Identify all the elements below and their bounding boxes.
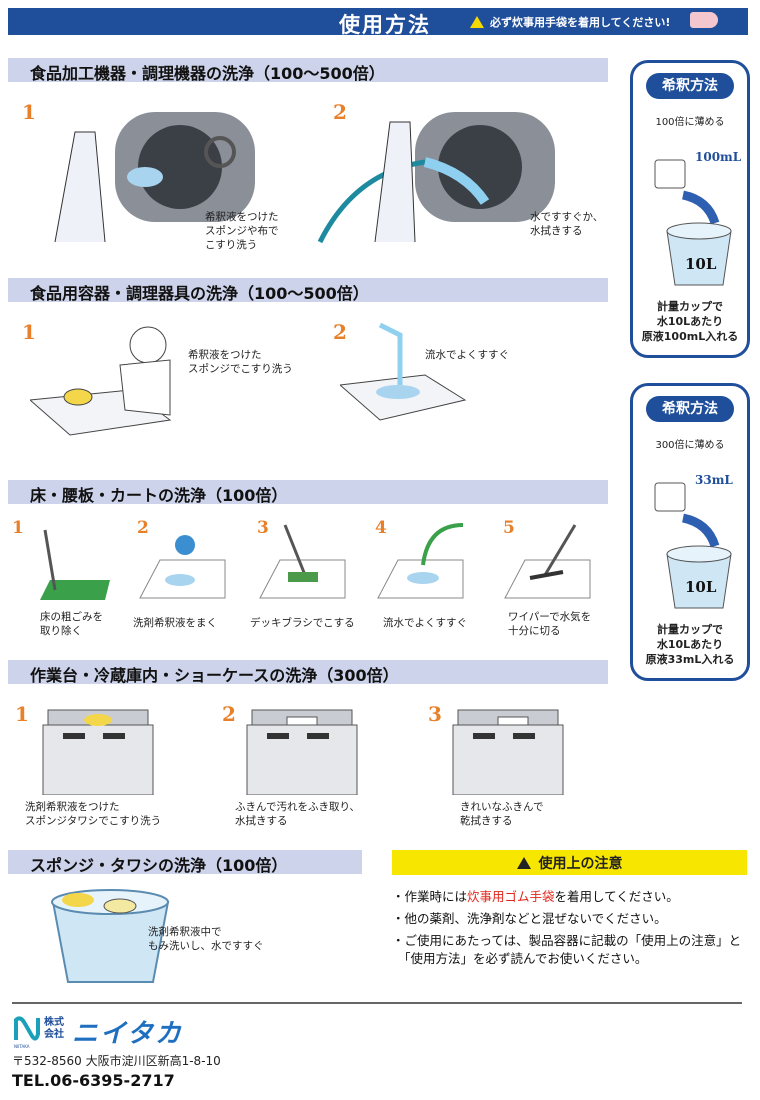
step-caption: ワイパーで水気を 十分に切る [508, 611, 592, 637]
company-name: ニイタカ [72, 1019, 183, 1049]
step-caption: きれいなふきんで 乾拭きする [460, 801, 544, 827]
machine-scrub-illustration [54, 112, 255, 243]
dose-amount: 100mL [695, 150, 742, 164]
machine-rinse-illustration [317, 112, 555, 244]
step-caption: 水ですすぐか、 水拭きする [530, 211, 604, 237]
glove-warning: 必ず炊事用手袋を着用してください! [470, 14, 670, 30]
section-title: 床・腰板・カートの洗浄（100倍） [8, 480, 608, 505]
page-title: 使用方法 [339, 13, 431, 37]
step-number: 4 [375, 518, 387, 538]
step-number: 3 [257, 518, 269, 538]
dilution-box-100x: 希釈方法 100倍に薄める 100mL 10L 計量カップで 水10Lあたり 原… [630, 60, 750, 358]
dilution-box-300x: 希釈方法 300倍に薄める 33mL 10L 計量カップで 水10Lあたり 原液… [630, 383, 750, 681]
cup-bucket-icon [654, 159, 732, 286]
step-caption: デッキブラシでこする [250, 617, 355, 629]
header-bar [8, 8, 748, 35]
step-number: 1 [22, 100, 36, 124]
wiper-illustration [504, 524, 591, 599]
section-title: 作業台・冷蔵庫内・ショーケースの洗浄（300倍） [8, 660, 608, 685]
step-caption: 洗剤希釈液をつけた スポンジタワシでこすり洗う [25, 801, 162, 827]
step-caption: 流水でよくすすぐ [425, 349, 509, 361]
step-number: 5 [503, 518, 515, 538]
warning-text: 必ず炊事用手袋を着用してください! [490, 16, 671, 29]
step-number: 2 [333, 100, 347, 124]
dilution-rate: 300倍に薄める [655, 440, 725, 451]
counter-scrub-illustration [42, 709, 154, 795]
step-caption: 洗剤希釈液中で もみ洗いし、水ですすぐ [148, 926, 264, 952]
section-title: 食品加工機器・調理機器の洗浄（100〜500倍） [8, 58, 608, 83]
dilution-desc: 計量カップで 水10Lあたり 原液100mL入れる [641, 300, 739, 343]
dilution-label: 希釈方法 [646, 396, 734, 422]
logo-sub: NIITAKA [14, 1044, 30, 1049]
counter-dry-illustration [452, 709, 564, 795]
caution-item: ・他の薬剤、洗浄剤などと混ぜないでください。 [392, 911, 667, 926]
water-volume: 10L [685, 578, 717, 596]
dilution-desc: 計量カップで 水10Lあたり 原液33mL入れる [645, 623, 735, 666]
step-number: 2 [137, 518, 149, 538]
footer-divider [12, 1002, 742, 1004]
step-number: 3 [428, 702, 442, 726]
step-caption: 希釈液をつけた スポンジでこすり洗う [188, 349, 293, 375]
dose-amount: 33mL [695, 473, 733, 487]
warning-icon [470, 16, 484, 28]
caution-header: 使用上の注意 [392, 850, 747, 875]
deck-brush-illustration [259, 524, 346, 599]
bucket-sponge-illustration [51, 889, 170, 983]
step-number: 2 [222, 702, 236, 726]
step-caption: 希釈液をつけた スポンジや布で こすり洗う [205, 211, 279, 251]
water-volume: 10L [685, 255, 717, 273]
company-tel: TEL.06-6395-2717 [12, 1071, 175, 1090]
warning-icon [516, 856, 531, 869]
counter-wipe-illustration [246, 709, 358, 795]
section-title: 食品用容器・調理器具の洗浄（100〜500倍） [8, 278, 608, 303]
company-address: 〒532-8560 大阪市淀川区新高1-8-10 [12, 1054, 221, 1068]
dilution-rate: 100倍に薄める [655, 117, 725, 128]
glove-icon [690, 12, 718, 28]
section-title: スポンジ・タワシの洗浄（100倍） [8, 850, 362, 875]
caution-item: 「使用方法」を必ず読んでお使いください。 [398, 951, 648, 966]
container-rinse-illustration [340, 322, 467, 421]
step-number: 1 [12, 518, 24, 538]
floor-spray-illustration [139, 535, 226, 599]
company-prefix: 株式会社 [44, 1017, 64, 1040]
company-logo-mark [14, 1016, 40, 1041]
caution-item: ・ご使用にあたっては、製品容器に記載の「使用上の注意」と [392, 933, 742, 948]
step-number: 1 [22, 320, 36, 344]
caution-title: 使用上の注意 [538, 855, 623, 872]
floor-rinse-illustration [377, 523, 464, 599]
step-number: 2 [333, 320, 347, 344]
step-caption: 洗剤希釈液をまく [133, 617, 217, 629]
caution-item: ・作業時には炊事用ゴム手袋を着用してください。 [392, 889, 679, 904]
step-caption: 床の粗ごみを 取り除く [40, 611, 103, 637]
cup-bucket-icon [654, 482, 732, 609]
step-number: 1 [15, 702, 29, 726]
step-caption: ふきんで汚れをふき取り、 水拭きする [235, 801, 361, 827]
container-scrub-illustration [30, 326, 172, 436]
dustpan-illustration [40, 529, 110, 600]
dilution-label: 希釈方法 [646, 73, 734, 99]
step-caption: 流水でよくすすぐ [383, 617, 467, 629]
